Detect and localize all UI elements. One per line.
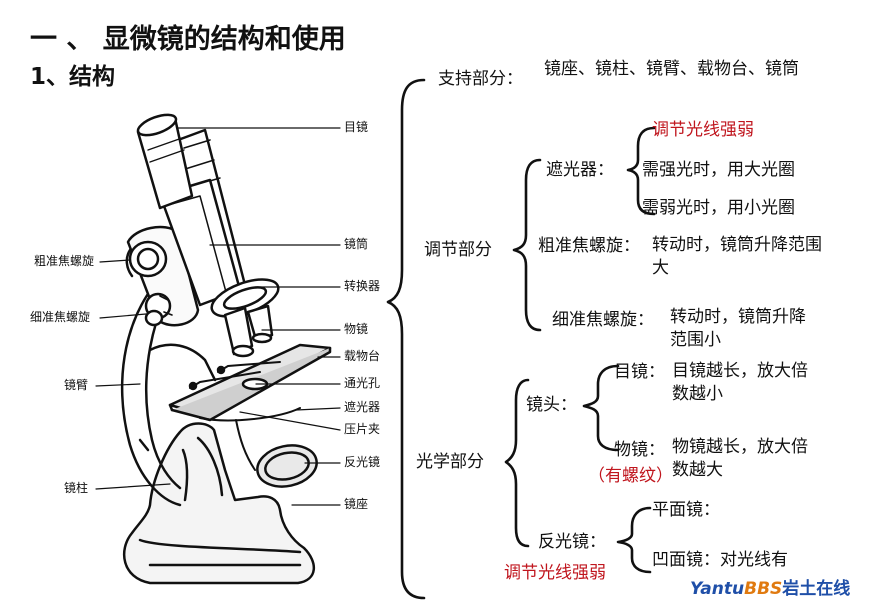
watermark-logo: YantuBBS岩土在线 [690, 574, 850, 599]
tree-lens-label: 镜头： [526, 395, 577, 415]
tree-objective-label: 物镜： [614, 440, 665, 460]
part-label-pillar: 镜柱 [64, 481, 89, 495]
tree-objective-text: 物镜越长，放大倍数越大 [672, 437, 808, 480]
tree-support-items: 镜座、镜柱、镜臂、载物台、镜筒 [544, 59, 799, 79]
tree-eyepiece-label: 目镜： [614, 362, 665, 382]
tree-diaphragm-note: 调节光线强弱 [652, 120, 754, 140]
part-label-stage: 载物台 [344, 349, 381, 363]
tree-adjust-label: 调节部分 [424, 240, 492, 260]
part-label-fine-adjustment: 细准焦螺旋 [30, 310, 91, 324]
page-title: 一 、 显微镜的结构和使用 [30, 24, 346, 55]
part-label-aperture: 通光孔 [344, 376, 381, 390]
leader-lines [95, 127, 341, 506]
section-subtitle: 1、结构 [30, 64, 116, 90]
part-label-arm: 镜臂 [64, 378, 89, 392]
tree-objective-note: （有螺纹） [588, 466, 673, 486]
part-label-nosepiece: 转换器 [344, 279, 381, 293]
tree-diaphragm-label: 遮光器： [546, 160, 614, 180]
part-label-coarse-adjustment: 粗准焦螺旋 [34, 254, 95, 268]
tree-fine-text: 转动时，镜筒升降范围小 [670, 307, 806, 350]
tree-diaphragm-weak: 需弱光时，用小光圈 [642, 198, 795, 218]
tree-mirror-label: 反光镜： [538, 532, 606, 552]
part-label-objective: 物镜 [344, 322, 369, 336]
tree-mirror-note: 调节光线强弱 [504, 563, 606, 583]
tree-optics-label: 光学部分 [416, 452, 484, 472]
part-label-clip: 压片夹 [344, 422, 381, 436]
tree-plane-mirror: 平面镜： [652, 500, 720, 520]
tree-support-label: 支持部分： [438, 69, 523, 89]
tree-eyepiece-text: 目镜越长，放大倍数越小 [672, 361, 808, 404]
part-label-tube: 镜筒 [344, 237, 369, 251]
part-label-eyepiece: 目镜 [344, 120, 369, 134]
microscope-illustration [120, 113, 332, 585]
tree-coarse-label: 粗准焦螺旋： [538, 236, 640, 256]
watermark-brand-b: BBS [744, 579, 783, 599]
watermark-brand-a: Yantu [690, 579, 745, 599]
part-label-base: 镜座 [344, 497, 369, 511]
tree-fine-label: 细准焦螺旋： [552, 310, 654, 330]
watermark-brand-c: 岩土在线 [782, 579, 851, 599]
tree-coarse-text: 转动时，镜筒升降范围大 [652, 235, 822, 278]
tree-diaphragm-strong: 需强光时，用大光圈 [642, 160, 795, 180]
part-label-diaphragm: 遮光器 [344, 400, 381, 414]
tree-brackets [386, 78, 656, 600]
part-label-mirror: 反光镜 [344, 455, 381, 469]
tree-concave-mirror: 凹面镜：对光线有 [652, 550, 788, 570]
